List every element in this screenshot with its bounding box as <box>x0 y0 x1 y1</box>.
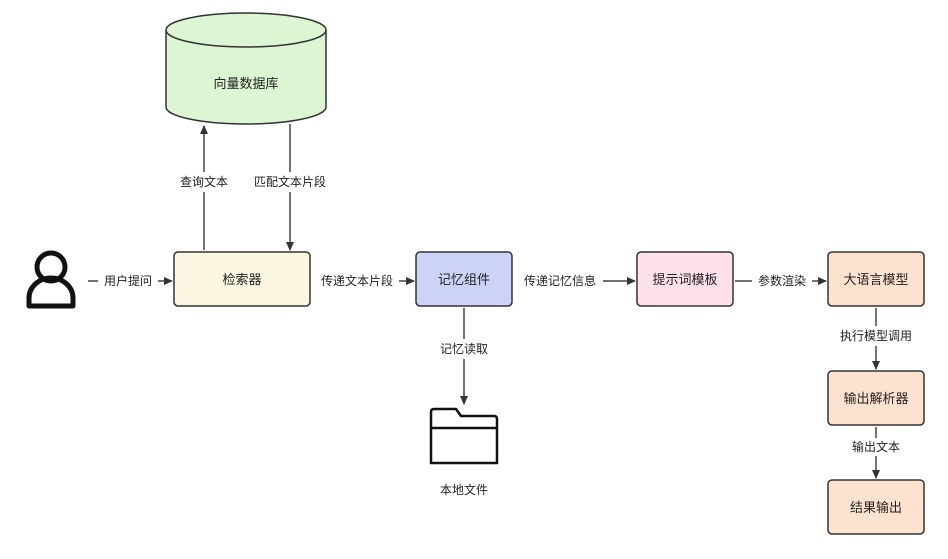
edge-label-pass-chunks: 传递文本片段 <box>321 273 393 288</box>
output-parser-box <box>827 370 925 426</box>
output-parser-label: 输出解析器 <box>843 391 908 407</box>
edge-label-match-chunks: 匹配文本片段 <box>254 174 326 189</box>
prompt-template-node[interactable]: 提示词模板 <box>636 251 734 307</box>
folder-icon <box>429 407 499 465</box>
edge-label-pass-memory: 传递记忆信息 <box>524 273 596 288</box>
edge-label-output-text: 输出文本 <box>852 439 900 454</box>
memory-box <box>415 251 513 307</box>
edge-label-user-question: 用户提问 <box>104 273 152 288</box>
retriever-label: 检索器 <box>222 273 261 288</box>
vector-db-top <box>165 12 327 48</box>
retriever-box <box>173 251 311 307</box>
user-icon <box>26 250 76 309</box>
memory-node[interactable]: 记忆组件 <box>415 251 513 307</box>
prompt-template-label: 提示词模板 <box>652 272 717 288</box>
vector-db-node[interactable]: 向量数据库 <box>165 12 327 125</box>
output-parser-node[interactable]: 输出解析器 <box>827 370 925 426</box>
memory-label: 记忆组件 <box>438 272 490 288</box>
edge-label-query-text: 查询文本 <box>180 174 228 189</box>
llm-node[interactable]: 大语言模型 <box>827 251 925 307</box>
vector-db-body <box>165 30 327 125</box>
edge-label-memory-read: 记忆读取 <box>440 342 488 356</box>
local-file-label: 本地文件 <box>440 482 488 497</box>
result-output-node[interactable]: 结果输出 <box>827 479 925 535</box>
llm-label: 大语言模型 <box>843 273 908 288</box>
edge-label-exec-model: 执行模型调用 <box>840 329 912 343</box>
prompt-template-box <box>636 251 734 307</box>
vector-db-label: 向量数据库 <box>213 76 278 92</box>
llm-box <box>827 251 925 307</box>
edge-label-param-render: 参数渲染 <box>758 273 806 288</box>
result-output-box <box>827 479 925 535</box>
result-output-label: 结果输出 <box>850 500 902 516</box>
retriever-node[interactable]: 检索器 <box>173 251 311 307</box>
